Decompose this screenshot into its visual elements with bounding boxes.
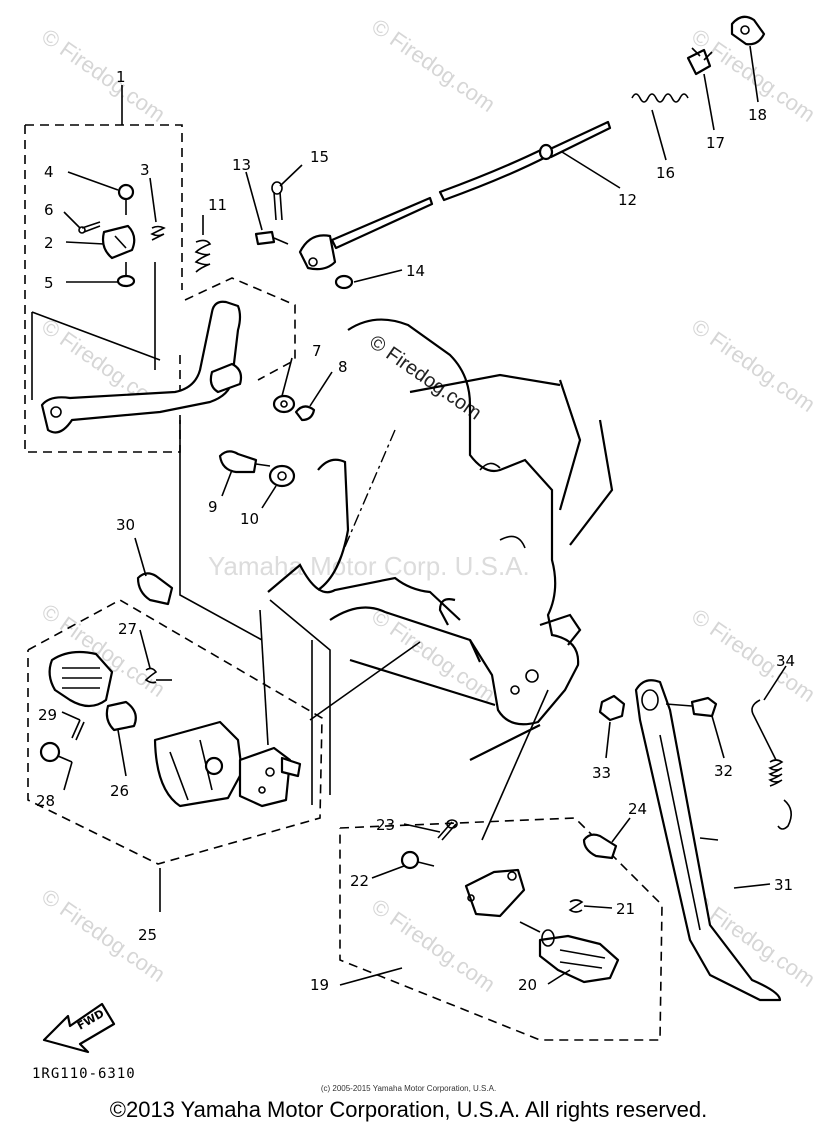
pivot-hardware — [218, 394, 316, 488]
callout-label: 34 — [776, 652, 795, 670]
callout-label: 7 — [312, 342, 322, 360]
callout-label: 25 — [138, 926, 157, 944]
callout-label: 23 — [376, 816, 395, 834]
callout-label: 16 — [656, 164, 675, 182]
group-1-brake-pedal — [24, 85, 243, 453]
frame — [267, 318, 614, 761]
brake-rod — [254, 15, 766, 290]
callout-label: 31 — [774, 876, 793, 894]
watermark-site: © Firedog.com — [367, 14, 500, 117]
callout-label: 1 — [116, 68, 126, 86]
watermark-center: Yamaha Motor Corp. U.S.A. — [208, 551, 530, 581]
callout-label: 18 — [748, 106, 767, 124]
callout-label: 22 — [350, 872, 369, 890]
callout-label: 19 — [310, 976, 329, 994]
watermarks: © Firedog.com © Firedog.com © Firedog.co… — [37, 14, 817, 997]
sidestand — [598, 679, 792, 1002]
callout-label: 11 — [208, 196, 227, 214]
callout-label: 27 — [118, 620, 137, 638]
callout-label: 21 — [616, 900, 635, 918]
callout-label: 17 — [706, 134, 725, 152]
small-copyright: (c) 2005-2015 Yamaha Motor Corporation, … — [320, 1084, 497, 1093]
watermark-site-main: © Firedog.com — [365, 331, 485, 424]
callout-label: 15 — [310, 148, 329, 166]
callout-label: 4 — [44, 163, 54, 181]
callout-label: 10 — [240, 510, 259, 528]
callout-label: 30 — [116, 516, 135, 534]
diagram-code: 1RG110-6310 — [32, 1066, 136, 1082]
watermark-site: © Firedog.com — [687, 604, 817, 707]
callout-label: 32 — [714, 762, 733, 780]
callout-label: 5 — [44, 274, 54, 292]
callout-label: 3 — [140, 161, 150, 179]
callout-label: 6 — [44, 201, 54, 219]
watermark-site: © Firedog.com — [687, 314, 817, 417]
group-19-right-footrest — [339, 817, 663, 1041]
callout-label: 8 — [338, 358, 348, 376]
callout-label: 2 — [44, 234, 54, 252]
callout-label: 24 — [628, 800, 647, 818]
callout-label: 13 — [232, 156, 251, 174]
callout-label: 29 — [38, 706, 57, 724]
callout-label: 14 — [406, 262, 425, 280]
watermark-site: © Firedog.com — [37, 24, 170, 127]
group-25-left-footrest — [27, 572, 323, 912]
callouts: 1 2 3 4 5 6 7 8 9 10 11 12 13 14 15 16 1… — [36, 45, 795, 994]
callout-label: 26 — [110, 782, 129, 800]
copyright-footer: ©2013 Yamaha Motor Corporation, U.S.A. A… — [109, 1097, 708, 1122]
callout-label: 20 — [518, 976, 537, 994]
callout-label: 12 — [618, 191, 637, 209]
callout-label: 9 — [208, 498, 218, 516]
callout-label: 28 — [36, 792, 55, 810]
fwd-arrow: FWD — [42, 1002, 116, 1054]
callout-label: 33 — [592, 764, 611, 782]
